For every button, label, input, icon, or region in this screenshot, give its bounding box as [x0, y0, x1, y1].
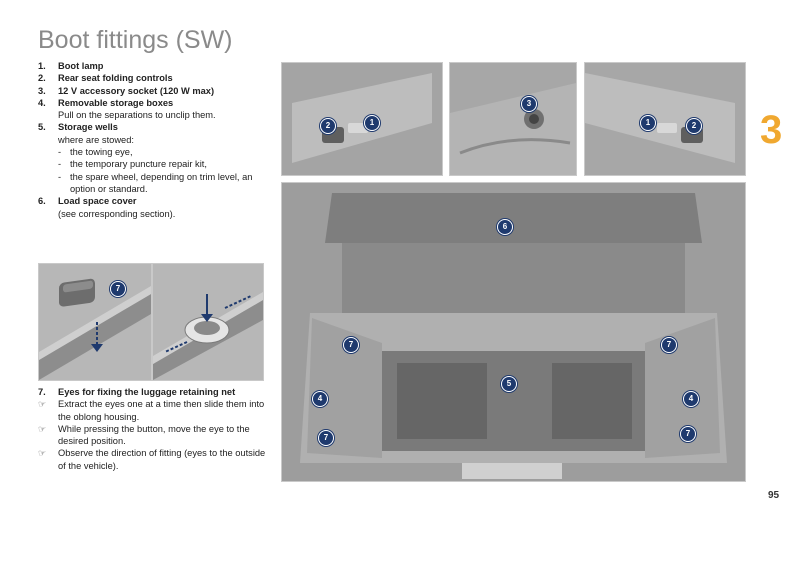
list-item: 1. Boot lamp — [38, 60, 278, 72]
item-number: 3. — [38, 85, 46, 96]
item-number: 1. — [38, 61, 46, 71]
list-item: 6. Load space cover — [38, 195, 278, 207]
bullet-text: the towing eye, — [70, 147, 133, 158]
boot-top-left-illustration — [281, 62, 443, 176]
note-text: Extract the eyes one at a time then slid… — [58, 399, 265, 422]
dash-icon: - — [58, 171, 62, 182]
note-text: Observe the direction of fitting (eyes t… — [58, 448, 266, 471]
marker-1-left: 1 — [364, 115, 380, 131]
item-number: 2. — [38, 73, 46, 84]
bullet-item: -the towing eye, — [38, 146, 278, 158]
eyes-heading: 7. Eyes for fixing the luggage retaining… — [38, 386, 268, 398]
marker-7-box-tr: 7 — [661, 337, 677, 353]
marker-7-box-tl: 7 — [343, 337, 359, 353]
eye-extract-illustration — [38, 263, 152, 381]
item-number: 7. — [38, 387, 46, 397]
item-label: Rear seat folding controls — [58, 73, 173, 84]
note-item: ☞ While pressing the button, move the eye… — [38, 423, 268, 448]
item-label: 12 V accessory socket (120 W max) — [58, 85, 215, 96]
item-number: 6. — [38, 196, 46, 207]
eye-extract-drawing — [39, 278, 151, 380]
rear-seat-left-drawing — [282, 63, 442, 175]
item-label: Removable storage boxes — [58, 97, 174, 108]
marker-3: 3 — [521, 96, 537, 112]
marker-7-box-br: 7 — [680, 426, 696, 442]
items-list: 1. Boot lamp 2. Rear seat folding contro… — [38, 60, 278, 220]
hand-pointer-icon: ☞ — [38, 423, 47, 434]
item-description: where are stowed: — [58, 134, 134, 145]
item-label: Load space cover — [58, 196, 137, 207]
boot-main-illustration — [281, 182, 746, 482]
marker-4-left: 4 — [312, 391, 328, 407]
item-number: 5. — [38, 122, 46, 133]
item-label: Boot lamp — [58, 61, 104, 71]
list-item: 4. Removable storage boxes — [38, 97, 278, 109]
bullet-item: -the spare wheel, depending on trim leve… — [38, 171, 278, 196]
marker-5: 5 — [501, 376, 517, 392]
dash-icon: - — [58, 159, 62, 170]
marker-4-right: 4 — [683, 391, 699, 407]
item-label: Eyes for fixing the luggage retaining ne… — [58, 387, 236, 397]
dash-icon: - — [58, 147, 62, 158]
item-label: Storage wells — [58, 122, 118, 133]
eyes-section: 7. Eyes for fixing the luggage retaining… — [38, 386, 268, 472]
page-number: 95 — [768, 490, 780, 501]
bullet-text: the temporary puncture repair kit, — [70, 159, 207, 170]
boot-top-center-illustration — [449, 62, 577, 176]
list-item: 5. Storage wells — [38, 121, 278, 133]
marker-6: 6 — [497, 219, 513, 235]
eye-slide-drawing — [153, 292, 263, 380]
bullet-text: the spare wheel, depending on trim level… — [70, 171, 253, 194]
note-item: ☞ Extract the eyes one at a time then sli… — [38, 398, 268, 423]
marker-1-right: 1 — [640, 115, 656, 131]
item-number: 4. — [38, 97, 46, 108]
marker-7-box-bl: 7 — [318, 430, 334, 446]
item-description: Pull on the separations to unclip them. — [58, 110, 216, 121]
bullet-item: -the temporary puncture repair kit, — [38, 158, 278, 170]
hand-pointer-icon: ☞ — [38, 448, 47, 459]
marker-2-right: 2 — [686, 118, 702, 134]
boot-top-right-illustration — [584, 62, 746, 176]
rear-seat-right-drawing — [585, 73, 735, 163]
list-item: 3. 12 V accessory socket (120 W max) — [38, 85, 278, 97]
note-text: While pressing the button, move the eye … — [58, 423, 250, 447]
marker-7-left: 7 — [110, 281, 126, 297]
list-item: 2. Rear seat folding controls — [38, 72, 278, 84]
chapter-number: 3 — [760, 108, 783, 152]
eye-slide-illustration — [152, 263, 264, 381]
hand-pointer-icon: ☞ — [38, 399, 47, 410]
note-item: ☞ Observe the direction of fitting (eyes … — [38, 447, 268, 472]
item-description: (see corresponding section). — [58, 208, 176, 219]
boot-interior-drawing — [282, 183, 745, 481]
page-title: Boot fittings (SW) — [38, 26, 233, 54]
accessory-socket-drawing — [450, 83, 576, 175]
marker-2-left: 2 — [320, 118, 336, 134]
